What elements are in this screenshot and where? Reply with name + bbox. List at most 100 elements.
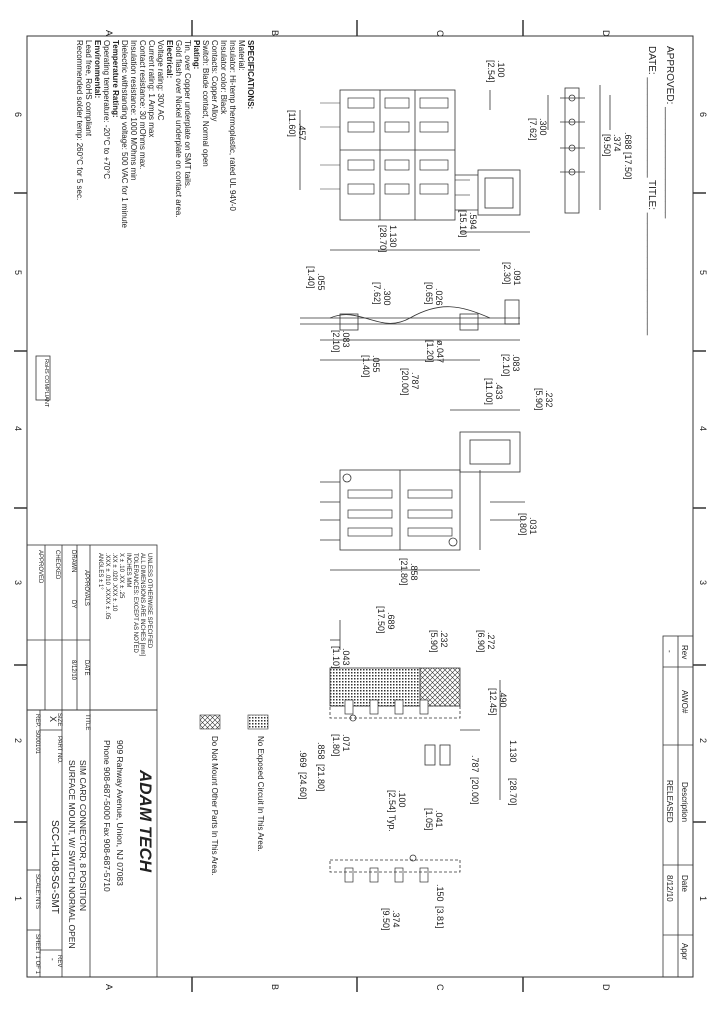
approvals-label: APPROVALS [83, 570, 89, 606]
title-line: TITLE: ______________________ [646, 180, 657, 336]
dim-text: [7.62] [372, 282, 382, 305]
dim-text: [1.20] [425, 340, 435, 363]
drawn-date: 8/12/10 [70, 660, 76, 681]
rev-value: - [48, 958, 57, 961]
spec-line: Contact resistance: 30 mOhms max. [138, 40, 147, 169]
rev-header: Rev [680, 645, 689, 659]
dim-text: .969 [298, 750, 308, 768]
dim-text: .272 [486, 632, 496, 650]
dim-text: [2.10] [501, 354, 511, 377]
dim-text: [1.05] [424, 808, 434, 831]
dim-text: [1.10] [331, 646, 341, 669]
dim-text: [1.40] [361, 355, 371, 378]
no-parts-swatch [199, 714, 221, 730]
date-line: DATE: __________________ [646, 46, 657, 178]
zone-number-left-4: 4 [13, 426, 23, 431]
dim-text: .055 [371, 355, 381, 373]
dim-text: [17.50] [623, 152, 633, 180]
spec-line: Recommended solder temp: 260°C for 5 sec… [75, 40, 84, 200]
tol-line: ALL DIMENSIONS ARE INCHES [mm] [139, 553, 145, 656]
dim-text: .858 [316, 742, 326, 760]
dim-text: .043 [341, 648, 351, 666]
dim-text: .787 [410, 372, 420, 390]
zone-number-right-5: 5 [698, 270, 708, 275]
spec-heading: SPECIFICATIONS: [246, 40, 255, 109]
rohs-text: RoHS COMPLIANT [43, 359, 49, 408]
description-header: Description [680, 782, 689, 822]
awo-header: AWO# [680, 690, 689, 714]
zone-number-right-1: 1 [698, 896, 708, 901]
dim-text: .083 [341, 330, 351, 348]
spec-line: Switch: Blade contact, Normal open [201, 40, 210, 167]
dim-text: .100 [397, 790, 407, 808]
rep-value: S000101 [34, 730, 40, 755]
dim-text: .433 [494, 382, 504, 400]
zone-number-right-6: 6 [698, 112, 708, 117]
dim-text: .041 [434, 810, 444, 828]
dim-text: [28.70] [508, 778, 518, 806]
scale-value: SCALE: NTS [34, 874, 40, 909]
dim-text: .300 [382, 288, 392, 306]
spec-line: Environmental: [93, 40, 102, 98]
top-view [299, 85, 611, 251]
checked-label: CHECKED [54, 550, 60, 580]
dim-text: .594 [468, 212, 478, 230]
spec-line: Dielectric withstanding voltage: 500 VAC… [120, 40, 129, 228]
zone-ticks [14, 20, 706, 992]
dim-text: [12.45] [488, 688, 498, 716]
dim-text: .150 [435, 884, 445, 902]
zone-letter-top-d: D [601, 30, 611, 37]
spec-line: Operating temperature: -20°C to +70°C [102, 40, 111, 179]
dim-text: .026 [434, 288, 444, 306]
zone-letter-top-b: B [270, 30, 280, 36]
spec-line: Current rating: 1 Amps max [147, 40, 156, 137]
zone-number-left-3: 3 [13, 580, 23, 585]
zone-number-left-2: 2 [13, 738, 23, 743]
dim-text: [17.50] [376, 606, 386, 634]
dim-text: [20.00] [470, 777, 480, 805]
no-circuit-note: No Exposed Circuit In This Area. [256, 736, 265, 851]
top-view-dimensions: .100 [2.54] .300 [7.62] .688 [17.50] .37… [287, 60, 633, 253]
dim-text: [2.10] [331, 330, 341, 353]
dim-text: ø.047 [435, 340, 445, 363]
approval-block: APPROVED: ____________________ DATE: ___… [646, 46, 675, 336]
part-label: PART NO. [56, 736, 62, 764]
dim-text: .858 [409, 563, 419, 581]
spec-line: Insulator color: Black [219, 40, 228, 115]
dim-text: [24.60] [298, 772, 308, 800]
dim-text: [28.70] [378, 225, 388, 253]
revision-text: Rev AWO# Description Date Appr - RELEASE… [665, 645, 689, 960]
description-value: RELEASED [665, 780, 674, 823]
bottom-view-dimensions: .031 [0.80] .858 [21.80] [399, 513, 538, 586]
dim-text: .055 [316, 273, 326, 291]
dim-text: [3.81] [435, 906, 445, 929]
dim-text: .232 [439, 630, 449, 648]
zone-letter-bottom-b: B [270, 984, 280, 990]
dim-text: .031 [528, 517, 538, 535]
dim-text: [0.65] [424, 282, 434, 305]
dim-text: .374 [391, 910, 401, 928]
title-label: TITLE [84, 714, 90, 730]
spec-line: Temperature Rating: [111, 40, 120, 118]
tolerance-table [26, 544, 158, 711]
drawing-title-line2: SURFACE MOUNT, W/ SWITCH NORMAL OPEN [67, 760, 77, 949]
spec-line: Voltage rating: 30V AC [156, 40, 165, 121]
drawing-title-line1: SIM CARD CONNECTOR, 8 POSITION [78, 760, 88, 911]
zone-number-right-2: 2 [698, 738, 708, 743]
tol-line: X ± .10 .XX ± .25 [118, 553, 124, 599]
tol-line: .XX ± .020 .XXX ± .10 [111, 553, 117, 612]
rev-value: - [665, 650, 674, 653]
rohs-logo [35, 355, 51, 401]
specifications-block: SPECIFICATIONS: Material: Insulator: Hi-… [75, 40, 255, 228]
zone-number-right-4: 4 [698, 426, 708, 431]
spec-line: Lead free, RoHS compliant [84, 40, 93, 137]
company-address: 909 Rahway Avenue, Union, NJ 07083 [115, 740, 125, 886]
dim-text: [7.62] [528, 118, 538, 141]
dim-text: .457 [297, 123, 307, 141]
dim-text: .100 [496, 60, 506, 78]
size-label: SIZE [56, 713, 62, 726]
dim-text: .688 [623, 132, 633, 150]
title-block-text: ADAM TECH 909 Rahway Avenue, Union, NJ 0… [34, 713, 155, 975]
part-number: SCC-H1-08-SG-SMT [49, 820, 60, 914]
